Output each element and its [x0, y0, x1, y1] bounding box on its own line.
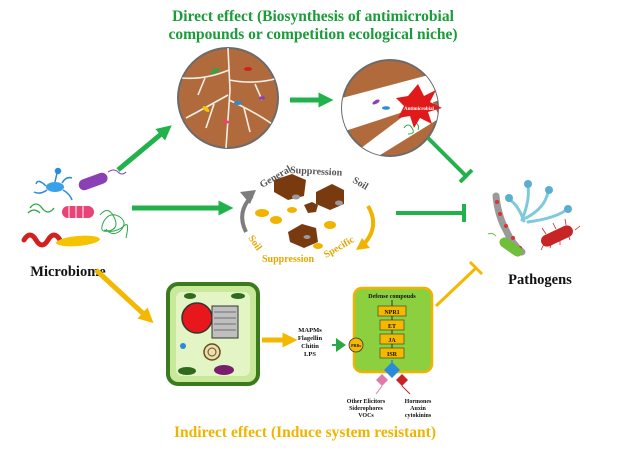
elicitor-item: Other Elicitors [347, 399, 386, 405]
pathogens-cluster [487, 180, 581, 257]
root-colonization-circle [177, 47, 279, 149]
direct-effect-title-line2: compounds or competition ecological nich… [168, 26, 457, 43]
hormone-item: Hormones [405, 399, 432, 405]
vacuole-icon [211, 305, 239, 339]
hormone-item: cytokinins [405, 413, 432, 419]
pink-bacterium-icon [62, 206, 94, 218]
pathway-box [379, 347, 405, 359]
mitochondria-icon [214, 365, 234, 375]
nucleus-icon [181, 302, 213, 334]
blue-bacterium-icon [33, 167, 73, 201]
golgi-icon [203, 343, 221, 361]
hormone-diamond-icon [396, 374, 408, 386]
microbiome-cluster [21, 167, 129, 248]
red-hairy-pathogen-icon [540, 218, 581, 251]
direct-effect-title-line1: Direct effect (Biosynthesis of antimicro… [172, 8, 455, 25]
mamps-item: Chitin [301, 343, 319, 350]
yellow-inhibition-line [434, 260, 484, 308]
defense-compounds-title: Defense compouds [368, 294, 416, 300]
pathway-npr1: NPR1 [384, 310, 399, 316]
soil-bottom-label: Soil [246, 233, 264, 253]
green-filament-icon [99, 210, 129, 239]
defense-cell-icon: Defense compouds NPR1 ET JA ISR PRRs [332, 286, 434, 374]
prr-label: PRRs [351, 343, 361, 348]
microbiome-label: Microbiome [30, 264, 106, 280]
prr-receptor-icon [348, 337, 364, 353]
arrow-to-root-circle [116, 125, 172, 172]
antimicrobial-label: Antimicrobial [404, 107, 435, 112]
pathway-ja: JA [388, 338, 396, 344]
soil-aggregates-icon [274, 174, 344, 248]
soil-suppression-top-label: Suppression [290, 165, 343, 179]
pathway-isr: ISR [387, 352, 398, 358]
antimicrobial-circle: Antimicrobial [341, 59, 442, 157]
soil-suppression-bottom-label: Suppression [262, 254, 315, 265]
arrow-to-plant-cell [94, 268, 154, 324]
soil-top-label: Soil [351, 175, 371, 193]
soil-suppression-diagram: General Suppression Soil Soil Suppressio… [240, 164, 376, 265]
yellow-cycle-arrow-icon [362, 204, 376, 246]
yellow-arrows [94, 268, 298, 348]
soil-specific-label: Specific [322, 234, 357, 260]
pathway-et: ET [388, 324, 396, 330]
chloroplast-icon [178, 367, 196, 375]
green-inhibition-lines [396, 136, 474, 222]
green-bacterium-icon [27, 203, 55, 214]
signal-diamond-icon [384, 362, 400, 378]
green-rod-pathogen-icon [487, 232, 523, 257]
elicitor-signals: Other Elicitors Siderophores VOCs Hormon… [347, 360, 432, 419]
elicitor-item: VOCs [358, 413, 374, 419]
red-spirillum-icon [21, 232, 63, 248]
purple-bacterium-icon [78, 169, 127, 191]
antimicrobial-burst-icon [396, 84, 442, 128]
inhibit-from-antimicrobial [426, 136, 468, 178]
green-arrows [116, 92, 334, 216]
pathogens-label: Pathogens [508, 272, 572, 288]
mamps-list: MAPMs Flagellin Chitin LPS [298, 327, 323, 358]
elicitor-diamond-icon [376, 374, 388, 386]
plant-cell-icon [166, 282, 260, 386]
yellow-bacterium-icon [56, 235, 100, 247]
fungus-pathogen-icon [505, 180, 572, 224]
hormone-item: Auxin [410, 406, 426, 412]
elicitor-item: Siderophores [349, 406, 383, 412]
mamps-item: LPS [304, 351, 316, 358]
mamps-item: MAPMs [298, 327, 322, 334]
mamps-item: Flagellin [298, 335, 323, 342]
indirect-effect-title: Indirect effect (Induce system resistant… [174, 424, 436, 441]
